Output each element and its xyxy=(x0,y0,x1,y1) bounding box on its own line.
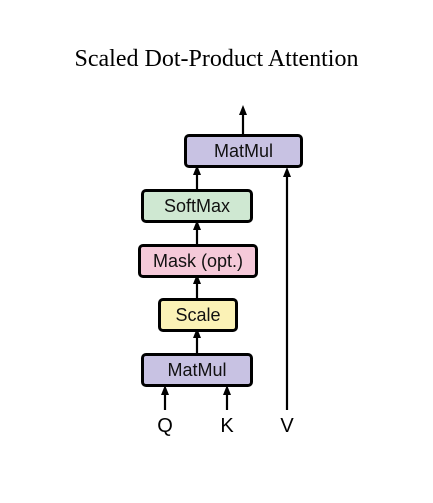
matmul-bottom-label: MatMul xyxy=(167,359,227,380)
mask-block: Mask (opt.) xyxy=(138,244,258,278)
v-label: V xyxy=(280,415,294,437)
matmul-top-label: MatMul xyxy=(213,140,273,161)
q-label: Q xyxy=(157,415,173,437)
softmax-label: SoftMax xyxy=(163,195,231,216)
matmul-top-block: MatMul xyxy=(184,134,303,168)
diagram-title: Scaled Dot-Product Attention xyxy=(74,46,359,72)
mask-label: Mask (opt.) xyxy=(152,250,244,271)
matmul-bottom-block: MatMul xyxy=(141,353,253,387)
scale-block: Scale xyxy=(158,298,238,332)
k-label: K xyxy=(220,415,234,437)
scale-label: Scale xyxy=(175,304,221,325)
softmax-block: SoftMax xyxy=(141,189,253,223)
